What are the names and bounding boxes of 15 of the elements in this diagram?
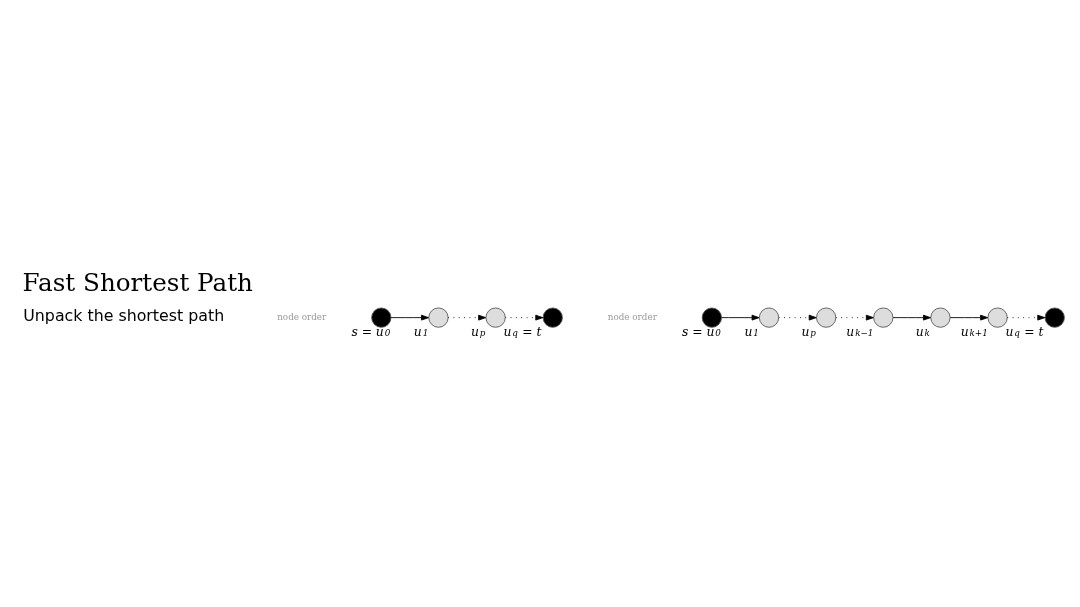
node-label: uk bbox=[915, 324, 930, 339]
node-label: uq = t bbox=[1005, 324, 1044, 339]
node-label: s = u0 bbox=[681, 324, 721, 339]
node-label: uk−1 bbox=[846, 324, 874, 339]
node-label: u1 bbox=[413, 324, 429, 339]
node-label: u1 bbox=[744, 324, 759, 339]
label: node order bbox=[277, 311, 327, 322]
node-label: up bbox=[801, 324, 816, 339]
diagram-title: Fast Shortest Path bbox=[22, 267, 253, 297]
node-label: uq = t bbox=[503, 324, 542, 339]
label: Unpack the shortest path bbox=[23, 305, 225, 325]
node-label: uk+1 bbox=[960, 324, 988, 339]
node-label: s = u0 bbox=[351, 324, 391, 339]
label: node order bbox=[607, 311, 657, 322]
node-label: up bbox=[470, 324, 486, 339]
